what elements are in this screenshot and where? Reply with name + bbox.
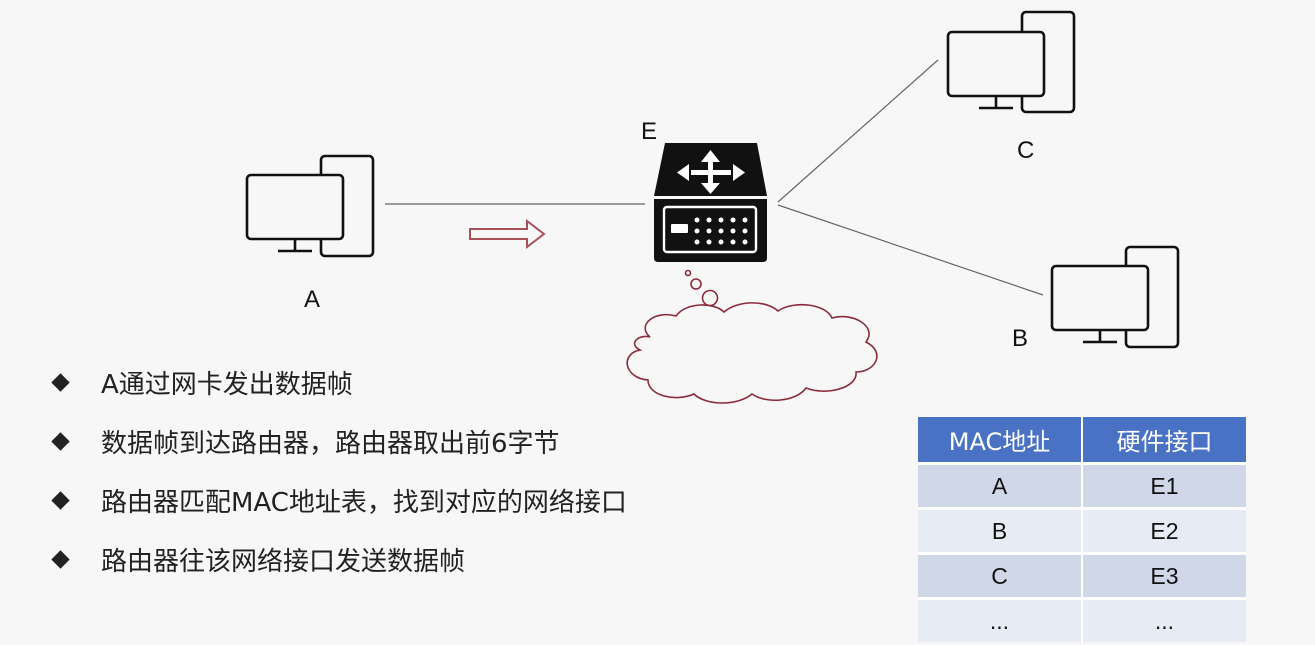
interface-cell: E2: [1082, 507, 1246, 554]
interface-cell: ...: [1082, 597, 1246, 642]
node-label-e: E: [641, 118, 658, 145]
mac-cell: B: [918, 507, 1083, 554]
mac-cell: ...: [918, 597, 1083, 642]
table-row: A E1: [918, 462, 1246, 509]
bullet-text: 路由器匹配MAC地址表，找到对应的网络接口: [101, 487, 627, 518]
cloud-icon: [626, 302, 878, 404]
table-row: C E3: [918, 552, 1246, 599]
bullet-text: 数据帧到达路由器，路由器取出前6字节: [101, 428, 560, 459]
mac-cell: C: [918, 552, 1083, 599]
bullet-item: 路由器往该网络接口发送数据帧: [50, 539, 627, 579]
link-e-b: [777, 204, 1044, 296]
table-header-row: MAC地址 硬件接口: [918, 417, 1246, 464]
interface-cell: E1: [1082, 462, 1246, 509]
table-row: B E2: [918, 507, 1246, 554]
diamond-bullet-icon: [51, 431, 70, 451]
diamond-bullet-icon: [51, 372, 70, 392]
node-label-b: B: [1012, 325, 1029, 352]
node-label-c: C: [1017, 137, 1035, 164]
bullet-text: 路由器往该网络接口发送数据帧: [101, 546, 466, 577]
computer-b-icon: [1050, 245, 1180, 349]
computer-c-icon: [946, 10, 1076, 114]
bullet-list: A通过网卡发出数据帧 数据帧到达路由器，路由器取出前6字节 路由器匹配MAC地址…: [50, 362, 627, 598]
thought-bubble-icon: [684, 269, 719, 307]
mac-address-table: MAC地址 硬件接口 A E1 B E2 C E3 ... ...: [918, 417, 1246, 642]
bullet-item: A通过网卡发出数据帧: [50, 362, 627, 402]
bullet-item: 数据帧到达路由器，路由器取出前6字节: [50, 421, 627, 461]
diamond-bullet-icon: [51, 549, 70, 569]
diamond-bullet-icon: [51, 490, 70, 510]
column-header-mac: MAC地址: [918, 417, 1083, 464]
column-header-interface: 硬件接口: [1082, 417, 1246, 464]
bullet-item: 路由器匹配MAC地址表，找到对应的网络接口: [50, 480, 627, 520]
router-e-icon: [654, 143, 767, 262]
interface-cell: E3: [1082, 552, 1246, 599]
mac-cell: A: [918, 462, 1083, 509]
computer-a-icon: [245, 154, 375, 258]
link-e-c: [777, 59, 939, 203]
node-label-a: A: [304, 286, 321, 313]
table-row: ... ...: [918, 597, 1246, 642]
bullet-text: A通过网卡发出数据帧: [101, 369, 353, 400]
direction-arrow-icon: [469, 218, 546, 250]
